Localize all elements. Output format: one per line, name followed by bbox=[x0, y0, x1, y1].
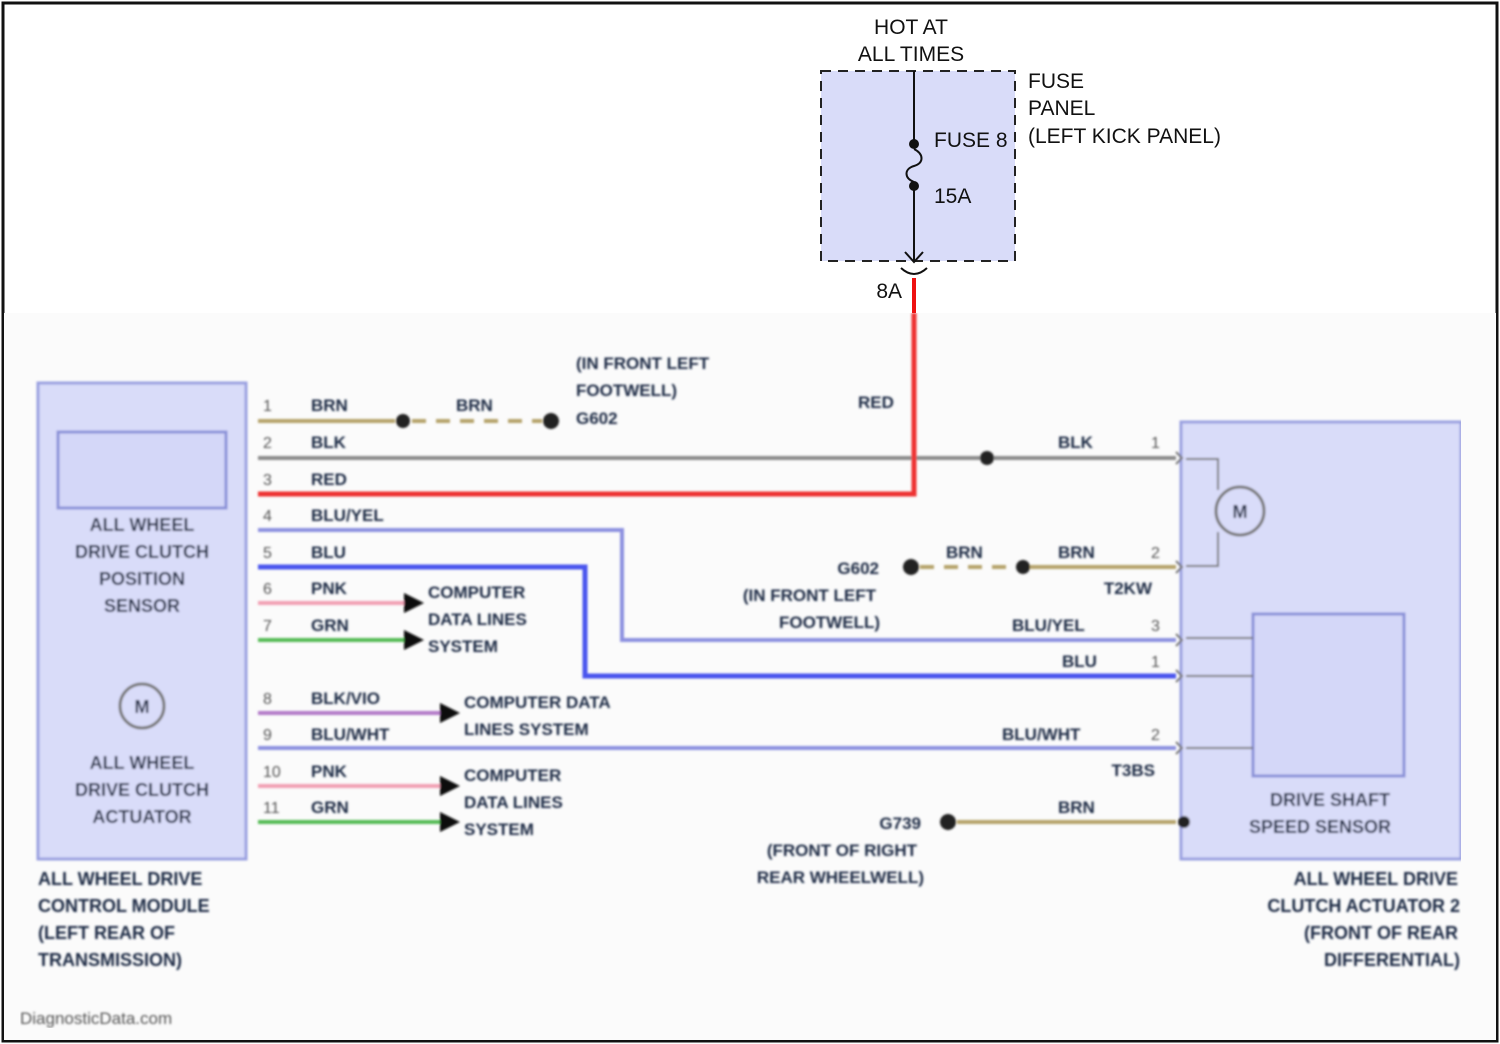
pin2-wire-label: BLK bbox=[311, 433, 347, 452]
clutch-position-sensor-box bbox=[58, 432, 226, 508]
right-pin2b-wire-label: BLU/WHT bbox=[1002, 725, 1081, 744]
left-module-caption-4: TRANSMISSION) bbox=[38, 950, 182, 970]
ground-mid-id: G602 bbox=[837, 559, 879, 578]
speed-sensor-label-1: DRIVE SHAFT bbox=[1270, 790, 1390, 810]
right-module-caption-1: ALL WHEEL DRIVE bbox=[1294, 869, 1458, 889]
ground-low-id: G739 bbox=[879, 814, 921, 833]
sensor-label-1: ALL WHEEL bbox=[90, 515, 195, 535]
pin-number-10: 10 bbox=[263, 764, 281, 781]
motor-symbol-right: M bbox=[1233, 502, 1248, 522]
right-pin-2: 2 bbox=[1151, 545, 1160, 562]
ground-mid-wire-a: BRN bbox=[946, 543, 983, 562]
hot-at-label: HOT AT bbox=[874, 16, 948, 39]
ground-g739 bbox=[940, 814, 956, 830]
fuse-name: FUSE 8 bbox=[934, 129, 1008, 152]
data-lines-a-2: DATA LINES bbox=[428, 610, 527, 629]
pin-number-5: 5 bbox=[263, 545, 272, 562]
connector-socket bbox=[901, 268, 927, 274]
ground-mid-loc-2: FOOTWELL) bbox=[779, 613, 880, 632]
right-module-caption-4: DIFFERENTIAL) bbox=[1324, 950, 1460, 970]
pin7-wire-label: GRN bbox=[311, 616, 349, 635]
pin1-wire-label: BRN bbox=[311, 396, 348, 415]
pin3-wire-label: RED bbox=[311, 470, 347, 489]
pin-number-8: 8 bbox=[263, 691, 272, 708]
data-lines-a-3: SYSTEM bbox=[428, 637, 498, 656]
data-lines-b-1: COMPUTER DATA bbox=[464, 693, 611, 712]
connector-8a-label: 8A bbox=[876, 280, 902, 303]
fuse-panel-title-1: FUSE bbox=[1028, 70, 1084, 93]
sensor-label-2: DRIVE CLUTCH bbox=[75, 542, 209, 562]
pin-number-9: 9 bbox=[263, 727, 272, 744]
right-module-caption-2: CLUTCH ACTUATOR 2 bbox=[1267, 896, 1460, 916]
left-module-caption-1: ALL WHEEL DRIVE bbox=[38, 869, 202, 889]
pin8-wire-label: BLK/VIO bbox=[311, 689, 380, 708]
fuse-panel-location: (LEFT KICK PANEL) bbox=[1028, 125, 1221, 148]
ground-low-wire: BRN bbox=[1058, 798, 1095, 817]
ground-g602-mid bbox=[903, 559, 919, 575]
pin-number-7: 7 bbox=[263, 618, 272, 635]
fuse-panel: HOT AT ALL TIMES FUSE 8 15A FUSE PANEL (… bbox=[821, 16, 1221, 313]
drive-shaft-speed-sensor-box bbox=[1253, 614, 1404, 776]
red-wire-label: RED bbox=[858, 393, 894, 412]
pin-number-4: 4 bbox=[263, 508, 272, 525]
actuator-label-2: DRIVE CLUTCH bbox=[75, 780, 209, 800]
fuse-panel-title-2: PANEL bbox=[1028, 97, 1095, 120]
splice-ground-mid bbox=[1016, 560, 1030, 574]
pin4-wire-label: BLU/YEL bbox=[311, 506, 384, 525]
ground-g602-top bbox=[543, 413, 559, 429]
right-pin-2b: 2 bbox=[1151, 727, 1160, 744]
actuator-label-1: ALL WHEEL bbox=[90, 753, 195, 773]
data-lines-c-2: DATA LINES bbox=[464, 793, 563, 812]
fuse-terminal-top bbox=[909, 139, 919, 149]
sensor-label-4: SENSOR bbox=[104, 596, 180, 616]
data-lines-a-1: COMPUTER bbox=[428, 583, 525, 602]
right-pin1-wire-label: BLK bbox=[1058, 433, 1094, 452]
pin6-wire-label: PNK bbox=[311, 579, 348, 598]
pin-number-1: 1 bbox=[263, 398, 272, 415]
pin-number-6: 6 bbox=[263, 581, 272, 598]
splice-g739-right bbox=[1178, 816, 1190, 828]
splice-pin2 bbox=[980, 451, 994, 465]
right-pin-1: 1 bbox=[1151, 435, 1160, 452]
pin5-wire-label: BLU bbox=[311, 543, 346, 562]
connector-t2kw: T2KW bbox=[1104, 579, 1153, 598]
ground-low-loc-1: (FRONT OF RIGHT bbox=[767, 841, 918, 860]
fuse-panel-box bbox=[821, 71, 1015, 261]
ground-top-id: G602 bbox=[576, 409, 618, 428]
pin-number-2: 2 bbox=[263, 435, 272, 452]
speed-sensor-label-2: SPEED SENSOR bbox=[1249, 817, 1391, 837]
motor-symbol-left: M bbox=[135, 697, 150, 717]
all-times-label: ALL TIMES bbox=[858, 43, 964, 66]
ground-top-loc-1: (IN FRONT LEFT bbox=[576, 354, 710, 373]
data-lines-c-1: COMPUTER bbox=[464, 766, 561, 785]
pin9-wire-label: BLU/WHT bbox=[311, 725, 390, 744]
splice-pin1 bbox=[396, 414, 410, 428]
left-module-caption-2: CONTROL MODULE bbox=[38, 896, 210, 916]
right-pin-1b: 1 bbox=[1151, 654, 1160, 671]
watermark: DiagnosticData.com bbox=[20, 1009, 172, 1028]
actuator-label-3: ACTUATOR bbox=[92, 807, 191, 827]
data-lines-c-3: SYSTEM bbox=[464, 820, 534, 839]
fuse-terminal-bottom bbox=[909, 181, 919, 191]
ground-mid-wire-b: BRN bbox=[1058, 543, 1095, 562]
sensor-label-3: POSITION bbox=[99, 569, 185, 589]
data-lines-b-2: LINES SYSTEM bbox=[464, 720, 589, 739]
ground-top-loc-2: FOOTWELL) bbox=[576, 381, 677, 400]
right-pin-3: 3 bbox=[1151, 618, 1160, 635]
pin11-wire-label: GRN bbox=[311, 798, 349, 817]
right-pin1b-wire-label: BLU bbox=[1062, 652, 1097, 671]
right-pin3-wire-label: BLU/YEL bbox=[1012, 616, 1085, 635]
pin10-wire-label: PNK bbox=[311, 762, 348, 781]
fuse-rating: 15A bbox=[934, 185, 971, 208]
connector-t3bs: T3BS bbox=[1112, 761, 1155, 780]
pin1-wire-label-2: BRN bbox=[456, 396, 493, 415]
left-module-caption-3: (LEFT REAR OF bbox=[38, 923, 175, 943]
ground-mid-loc-1: (IN FRONT LEFT bbox=[743, 586, 877, 605]
right-module-caption-3: (FRONT OF REAR bbox=[1304, 923, 1458, 943]
ground-low-loc-2: REAR WHEELWELL) bbox=[757, 868, 924, 887]
pin-number-3: 3 bbox=[263, 472, 272, 489]
pin-number-11: 11 bbox=[263, 800, 280, 817]
